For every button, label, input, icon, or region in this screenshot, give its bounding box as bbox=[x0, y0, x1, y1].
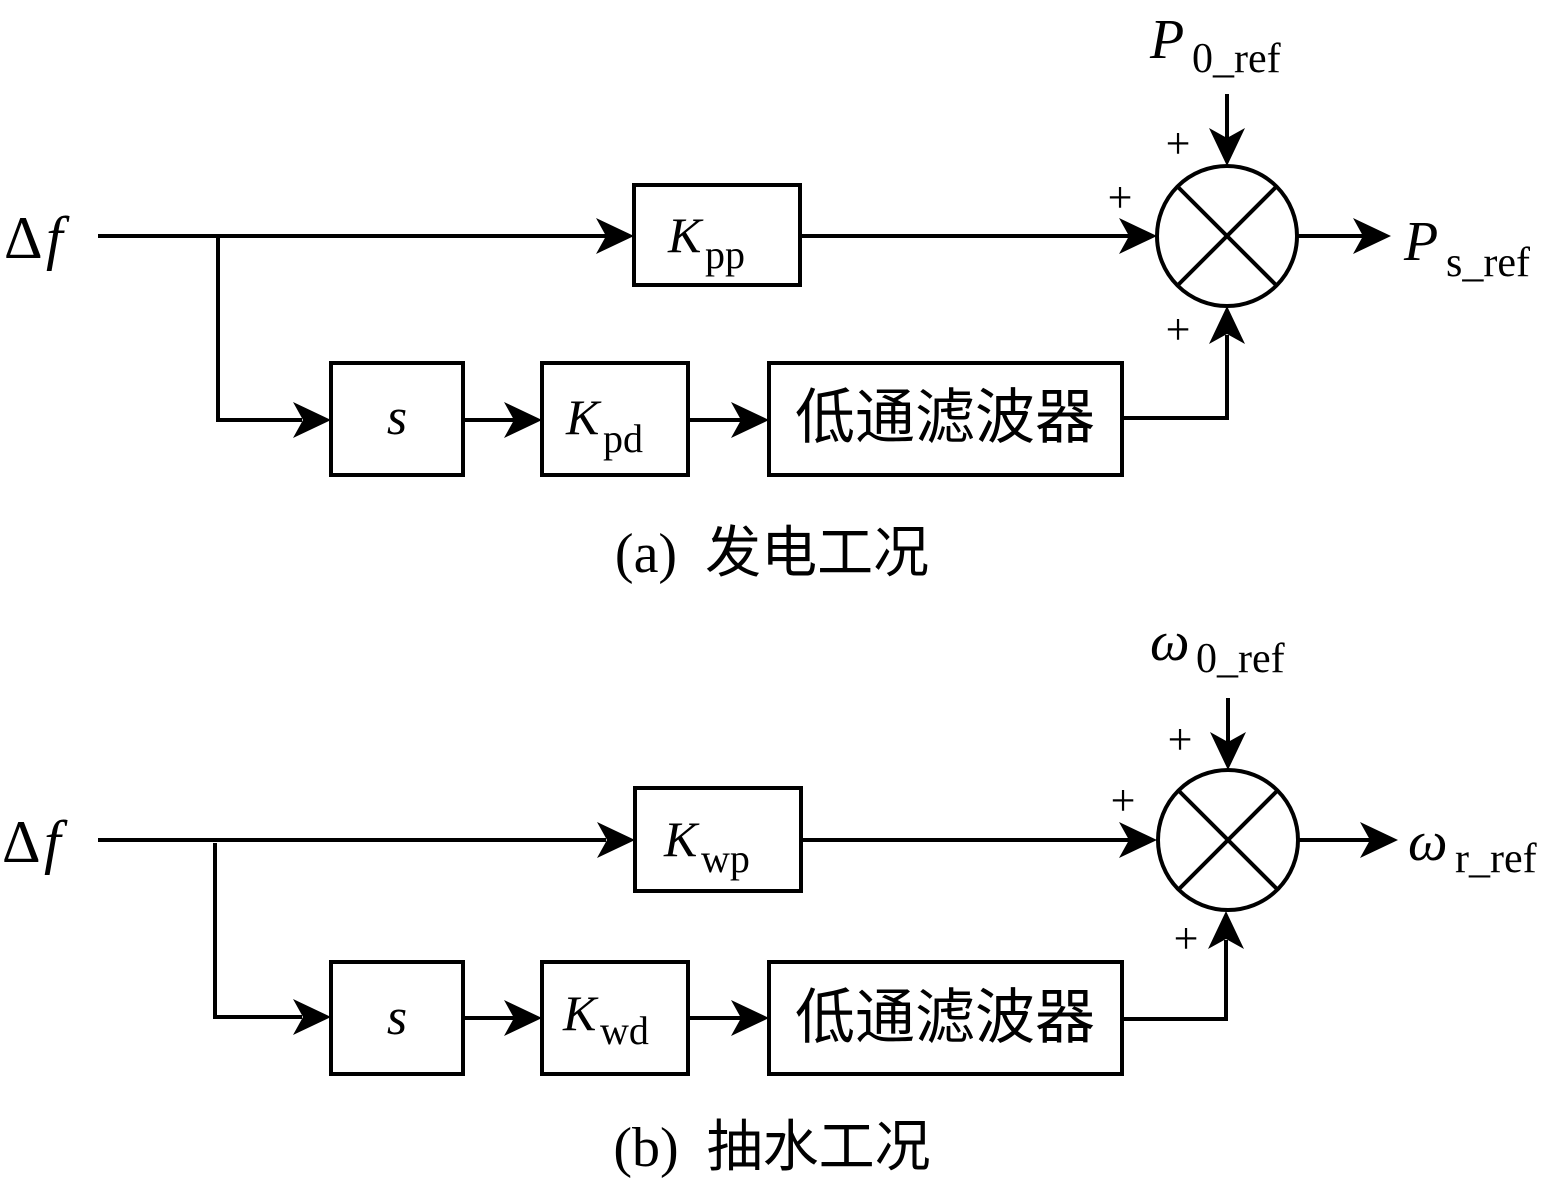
derivative-block bbox=[329, 960, 465, 1076]
sign-top: + bbox=[1166, 119, 1191, 168]
output-label-sub: s_ref bbox=[1446, 240, 1530, 286]
arrow-head bbox=[731, 402, 769, 438]
output-label-sub: r_ref bbox=[1455, 836, 1537, 882]
sign-left: + bbox=[1108, 173, 1133, 222]
reference-label-sub: 0_ref bbox=[1196, 636, 1285, 682]
reference-label-sub: 0_ref bbox=[1192, 36, 1281, 82]
panel-a-generation-mode: Δ f K pp s K pd 低通滤波器 bbox=[4, 9, 1530, 585]
arrow-head bbox=[1209, 128, 1245, 166]
signal-line-filter-output bbox=[1122, 940, 1228, 1021]
arrow-head bbox=[731, 1000, 769, 1036]
arrow-head bbox=[597, 822, 635, 858]
arrow-head bbox=[293, 999, 331, 1035]
block-label-main: K bbox=[663, 811, 700, 867]
derivative-label: s bbox=[387, 989, 407, 1046]
panel-b-pumping-mode: Δ f K wp s K wd 低通滤波器 bbox=[2, 611, 1537, 1179]
filter-label: 低通滤波器 bbox=[795, 385, 1095, 451]
arrow-head bbox=[1353, 218, 1391, 254]
signal-line-branch bbox=[213, 843, 302, 1019]
sign-top: + bbox=[1168, 715, 1193, 764]
input-label-delta: Δ bbox=[4, 205, 43, 271]
sign-bottom: + bbox=[1174, 914, 1199, 963]
derivative-gain-block bbox=[540, 960, 690, 1076]
low-pass-filter-block bbox=[767, 361, 1124, 477]
derivative-label: s bbox=[387, 389, 407, 446]
reference-label-main: ω bbox=[1150, 611, 1190, 673]
sign-bottom: + bbox=[1166, 305, 1191, 354]
block-label-sub: wp bbox=[701, 836, 750, 881]
input-label-delta: Δ bbox=[2, 809, 41, 875]
arrow-head bbox=[1360, 822, 1398, 858]
signal-line-branch bbox=[216, 236, 302, 422]
summing-junction-cross bbox=[1176, 185, 1278, 287]
filter-label: 低通滤波器 bbox=[795, 985, 1095, 1051]
arrow-head bbox=[1119, 218, 1157, 254]
block-label-main: K bbox=[562, 985, 599, 1041]
output-label-main: P bbox=[1403, 211, 1438, 273]
input-label-f: f bbox=[46, 205, 70, 271]
block-label-main: K bbox=[667, 207, 704, 263]
caption-b: (b) 抽水工况 bbox=[613, 1117, 930, 1179]
output-label-main: ω bbox=[1408, 811, 1448, 873]
signal-line-filter-output bbox=[1122, 335, 1229, 420]
arrow-head bbox=[504, 402, 542, 438]
derivative-gain-block bbox=[540, 361, 690, 477]
arrow-head bbox=[293, 402, 331, 438]
input-label-f: f bbox=[44, 809, 68, 875]
block-label-sub: pd bbox=[603, 416, 643, 461]
arrow-head bbox=[1209, 306, 1245, 344]
caption-a: (a) 发电工况 bbox=[615, 523, 929, 585]
arrow-head bbox=[596, 218, 634, 254]
low-pass-filter-block bbox=[767, 960, 1124, 1076]
block-label-sub: pp bbox=[705, 232, 745, 277]
arrow-head bbox=[1208, 911, 1244, 949]
reference-label-main: P bbox=[1149, 9, 1184, 71]
arrow-head bbox=[1210, 732, 1246, 770]
arrow-head bbox=[504, 1000, 542, 1036]
block-label-sub: wd bbox=[600, 1008, 649, 1053]
block-label-main: K bbox=[565, 389, 602, 445]
sign-left: + bbox=[1111, 776, 1136, 825]
arrow-head bbox=[1119, 822, 1157, 858]
summing-junction-cross bbox=[1177, 789, 1279, 891]
